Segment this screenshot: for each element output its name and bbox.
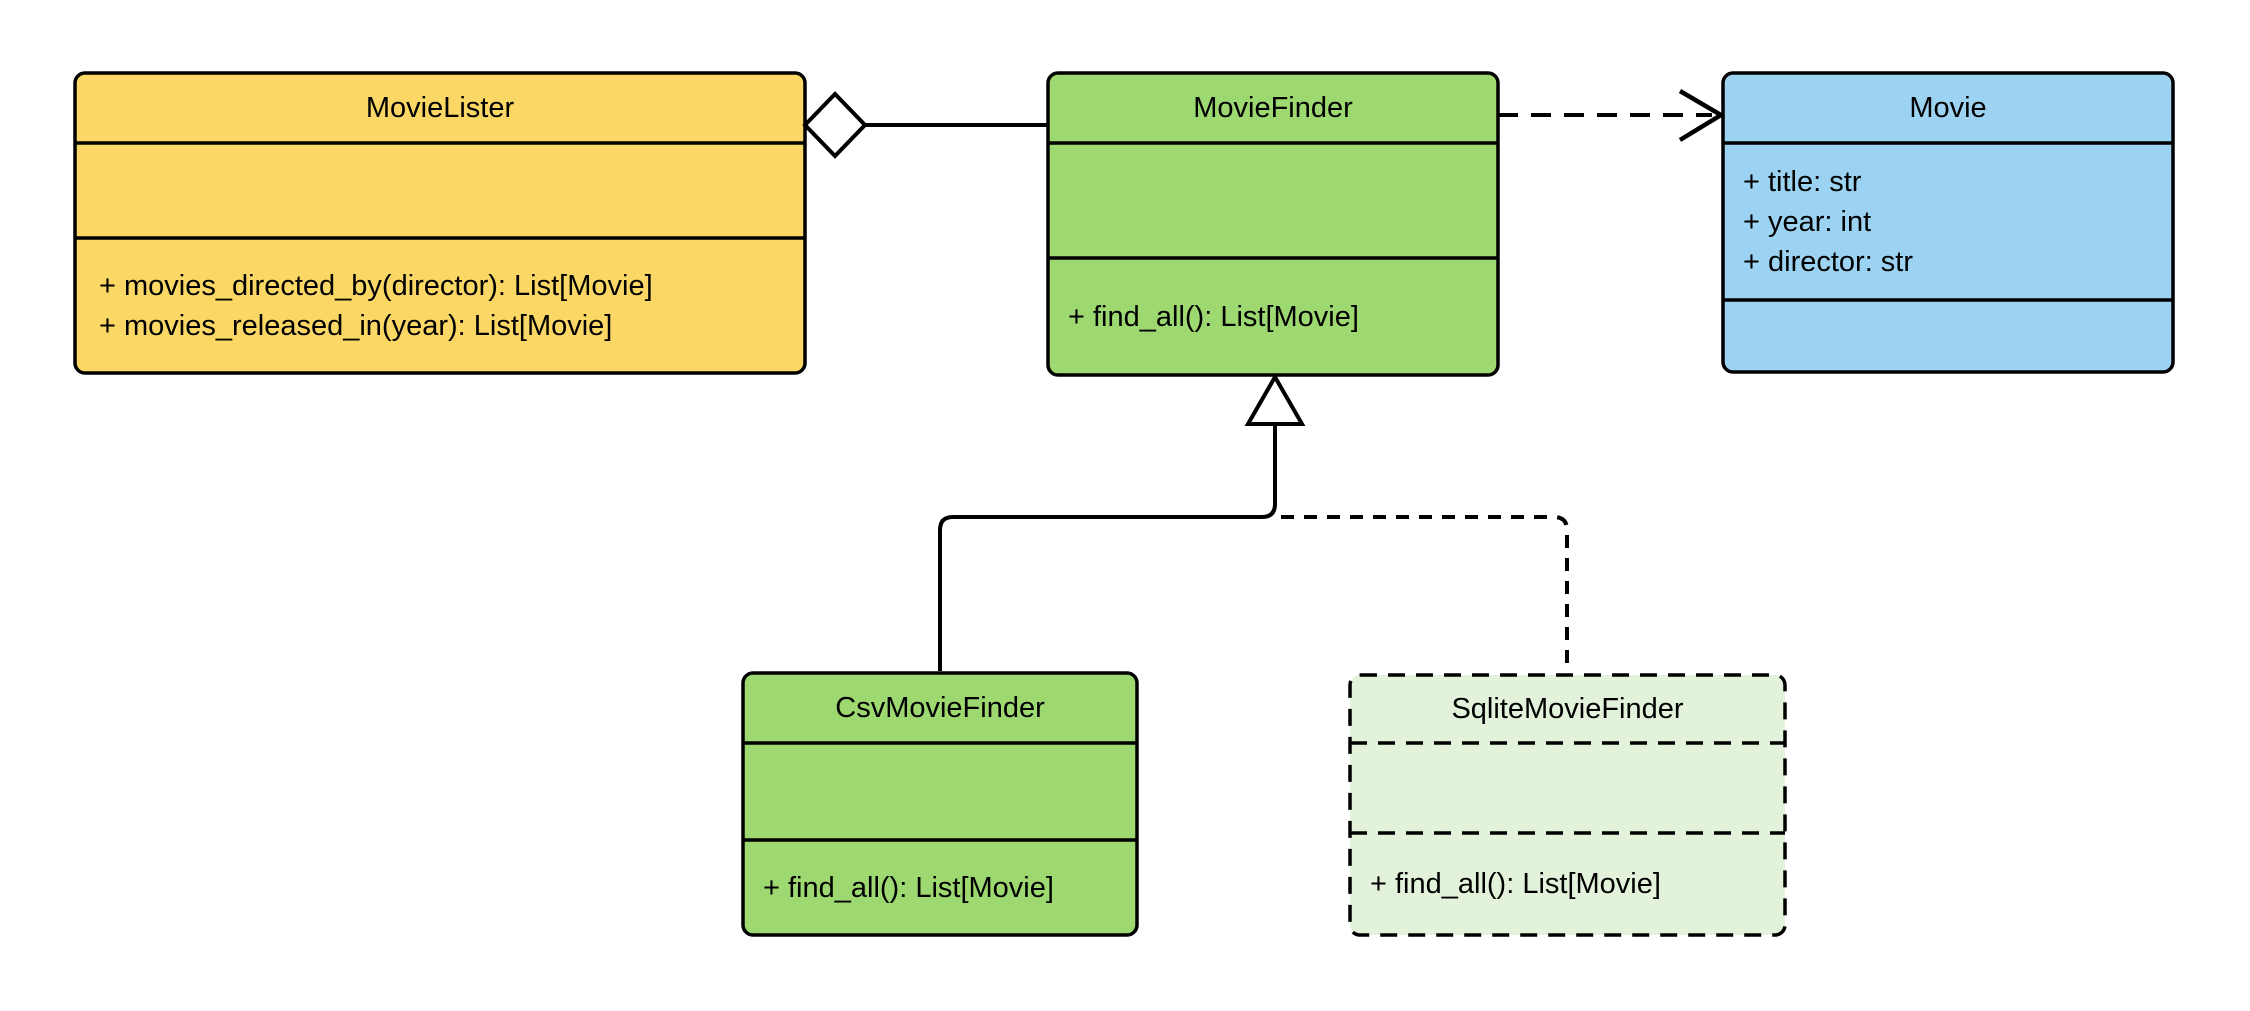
attribute-label: + year: int (1743, 205, 1872, 238)
class-title-csv-movie-finder: CsvMovieFinder (835, 692, 1045, 724)
class-attributes-movie: + title: str + year: int + director: str (1723, 143, 2173, 300)
generalization-dashed-line (1281, 515, 1569, 673)
open-arrowhead-marker (1678, 89, 1726, 142)
class-box-csv-movie-finder (741, 671, 1139, 937)
generalization-solid-line (938, 420, 1277, 671)
class-methods-csv-movie-finder: + find_all(): List[Movie] (743, 840, 1137, 935)
class-title-movie-lister: MovieLister (365, 92, 515, 124)
class-methods-sqlite-movie-finder: + find_all(): List[Movie] (1350, 833, 1785, 935)
method-label: + find_all(): List[Movie] (1370, 868, 1661, 900)
method-label: + movies_released_in(year): List[Movie] (99, 309, 613, 342)
class-box-movie-finder (1046, 71, 1500, 377)
generalization-dashed-connector (1281, 515, 1569, 673)
dependency-connector (1498, 89, 1726, 142)
hollow-triangle-marker (1244, 372, 1306, 426)
class-box-movie (1721, 71, 2175, 374)
class-methods-movie-finder: + find_all(): List[Movie] (1048, 258, 1498, 375)
aggregation-connector (802, 91, 1048, 159)
hollow-diamond-marker (802, 91, 868, 159)
method-label: + movies_directed_by(director): List[Mov… (99, 269, 653, 302)
class-title-movie-finder: MovieFinder (1193, 92, 1353, 124)
attribute-label: + title: str (1743, 165, 1862, 198)
generalization-solid-connector (938, 420, 1277, 671)
method-label: + find_all(): List[Movie] (1068, 300, 1359, 333)
class-title-movie: Movie (1909, 92, 1987, 124)
method-label: + find_all(): List[Movie] (763, 871, 1054, 904)
attribute-label: + director: str (1743, 245, 1914, 278)
class-box-sqlite-movie-finder (1348, 673, 1787, 937)
class-methods-movie-lister: + movies_directed_by(director): List[Mov… (75, 238, 805, 373)
class-box-movie-lister (73, 71, 807, 375)
class-title-sqlite-movie-finder: SqliteMovieFinder (1451, 693, 1684, 725)
